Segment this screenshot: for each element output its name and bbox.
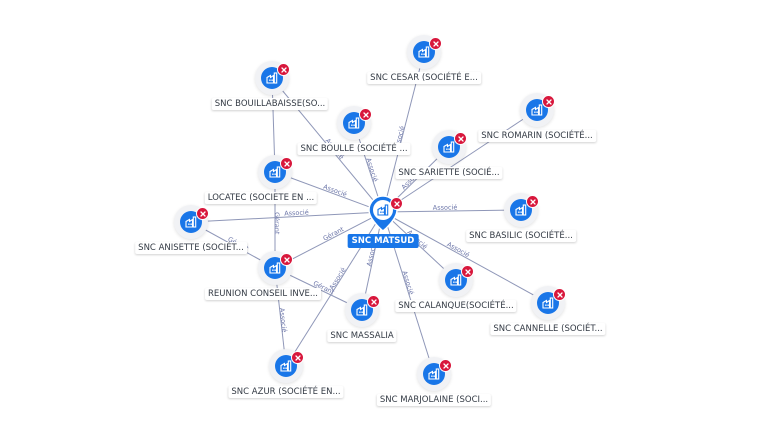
close-icon[interactable]	[196, 207, 209, 220]
node-label: SNC AZUR (SOCIÉTÉ EN...	[228, 386, 344, 398]
node-label: SNC SARIETTE (SOCIÉ...	[395, 167, 503, 179]
edge-label: Associé	[433, 203, 458, 211]
edge-label: Associé	[364, 157, 379, 183]
node-label: SNC BOULLE (SOCIÉTÉ ...	[297, 143, 411, 155]
close-icon[interactable]	[359, 108, 372, 121]
node-label: SNC BOUILLABAISSE(SO...	[211, 98, 329, 110]
node-label: SNC CESAR (SOCIÉTÉ E...	[367, 72, 481, 84]
close-icon[interactable]	[367, 295, 380, 308]
edge-romarin-matsud	[382, 109, 538, 213]
node-label: REUNION CONSEIL INVE...	[205, 288, 321, 300]
close-icon[interactable]	[280, 253, 293, 266]
close-icon[interactable]	[542, 95, 555, 108]
edge-label: Associé	[400, 270, 415, 296]
node-label: SNC ANISETTE (SOCIÉT...	[135, 242, 247, 254]
close-icon[interactable]	[429, 37, 442, 50]
edge-label: Associé	[322, 183, 348, 199]
node-label: SNC MARJOLAINE (SOCI...	[376, 394, 492, 406]
edge-label: Gérant	[273, 212, 281, 235]
close-icon[interactable]	[291, 351, 304, 364]
edge-label: Associé	[446, 240, 471, 259]
close-icon[interactable]	[526, 195, 539, 208]
close-icon[interactable]	[454, 132, 467, 145]
close-icon[interactable]	[390, 197, 403, 210]
edge-locatec-matsud	[274, 171, 384, 213]
close-icon[interactable]	[461, 265, 474, 278]
edge-basilic-matsud	[382, 209, 522, 213]
center-node-label: SNC MATSUD	[347, 234, 419, 248]
edge-anisette-matsud	[190, 211, 384, 223]
edge-label: Associé	[284, 208, 309, 217]
close-icon[interactable]	[553, 288, 566, 301]
node-label: SNC CALANQUE(SOCIÉTÉ...	[395, 300, 517, 312]
node-label: SNC MASSALIA	[327, 330, 397, 342]
edge-label: Associé	[278, 308, 289, 333]
node-label: SNC ROMARIN (SOCIÉTÉ...	[478, 130, 596, 142]
node-label: LOCATEC (SOCIETE EN ...	[204, 192, 318, 204]
edge-cannelle-matsud	[382, 211, 549, 304]
edge-reunion-matsud	[274, 211, 384, 269]
close-icon[interactable]	[280, 157, 293, 170]
edge-label: Gérant	[322, 225, 346, 243]
close-icon[interactable]	[277, 63, 290, 76]
close-icon[interactable]	[439, 359, 452, 372]
building-icon	[373, 200, 393, 220]
node-label: SNC CANNELLE (SOCIÉT...	[490, 323, 606, 335]
node-label: SNC BASILIC (SOCIÉTÉ...	[466, 230, 576, 242]
